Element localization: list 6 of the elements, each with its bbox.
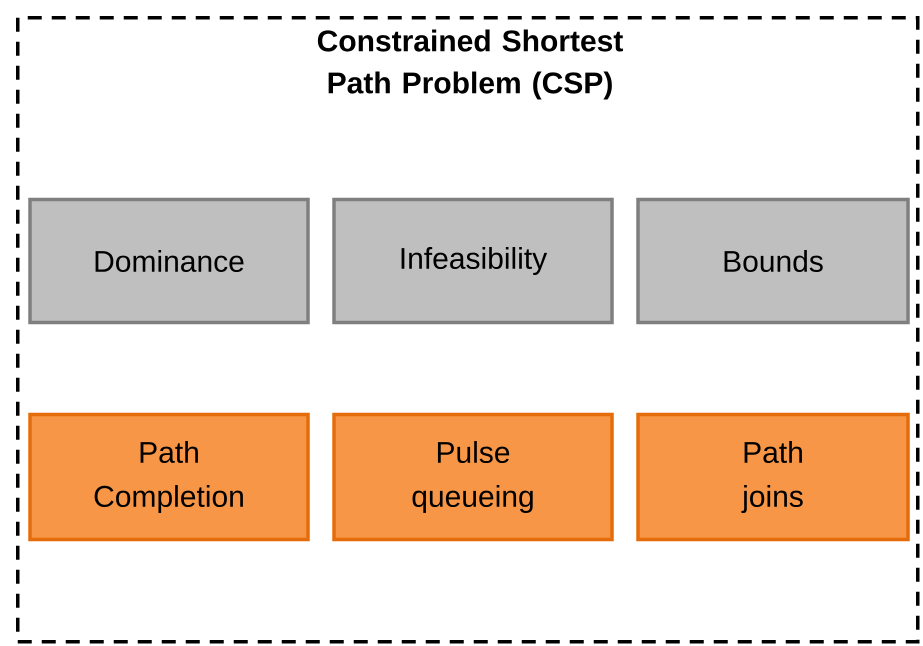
process-box: Bounds	[636, 198, 910, 324]
process-box: Path Completion	[28, 412, 310, 542]
process-box: Infeasibility	[332, 198, 614, 324]
process-box: Path joins	[636, 412, 910, 542]
process-box: Pulse queueing	[332, 412, 614, 542]
process-box: Dominance	[28, 198, 310, 324]
